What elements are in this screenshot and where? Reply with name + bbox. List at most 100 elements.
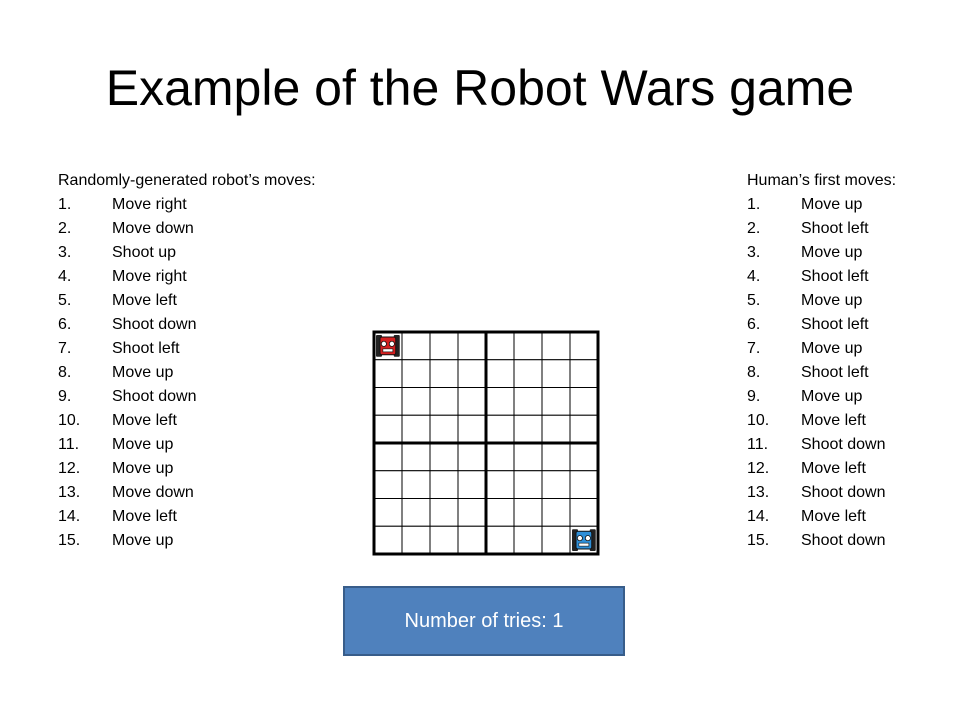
move-text: Shoot up (112, 244, 177, 261)
move-item: 13.Shoot down (747, 481, 947, 505)
board-cell (541, 470, 571, 499)
board-cell (429, 470, 459, 499)
move-item: 2. Move down (58, 217, 378, 241)
move-item: 3.Move up (747, 241, 947, 265)
board-cell (401, 331, 431, 361)
move-item: 14.Move left (58, 505, 378, 529)
board-cell (457, 387, 487, 416)
board-cell (457, 331, 487, 361)
board-cell (373, 525, 403, 555)
board-cell (401, 498, 431, 527)
board-cell (541, 359, 571, 388)
move-item: 4. Move right (58, 265, 378, 289)
robot-moves-items: 1.Move right 2. Move down 3. Shoot up 4. Move … (58, 193, 378, 553)
move-number: 4. (58, 268, 72, 285)
board-cell (401, 414, 431, 444)
move-text: Move down (112, 220, 194, 237)
robot-eye (380, 340, 387, 347)
move-item: 8.Shoot left (747, 361, 947, 385)
move-text: Move down (112, 484, 194, 501)
move-text: Move left (801, 508, 866, 525)
move-text: Move left (801, 460, 866, 477)
move-text: Shoot down (801, 532, 886, 549)
move-number: 9. (747, 388, 761, 405)
move-number: 7. (747, 340, 761, 357)
robot-mouth (578, 542, 590, 547)
board-cell (457, 498, 487, 527)
move-item: 1. Move up (747, 193, 947, 217)
move-item: 7.Move up (747, 337, 947, 361)
game-board-grid (372, 330, 600, 556)
move-text: Move up (112, 532, 174, 549)
move-text: Move up (801, 388, 863, 405)
board-cell (513, 359, 543, 388)
move-number: 4. (747, 268, 761, 285)
board-cell (401, 470, 431, 499)
move-number: 8. (747, 364, 761, 381)
board-cell (569, 331, 599, 361)
move-number: 10. (58, 412, 81, 429)
board-cell (541, 525, 571, 555)
move-number: 12. (747, 460, 770, 477)
move-text: Shoot left (112, 340, 180, 357)
robot-moves-heading: Randomly-generated robot’s moves: (58, 172, 316, 189)
tries-counter-box: Number of tries: 1 (343, 586, 625, 656)
move-number: 15. (747, 532, 770, 549)
board-cell (485, 359, 515, 388)
board-cell (541, 387, 571, 416)
board-cell (485, 525, 515, 555)
move-item: 5.Move up (747, 289, 947, 313)
game-board (372, 330, 600, 556)
move-number: 13. (58, 484, 81, 501)
move-item: 3. Shoot up (58, 241, 378, 265)
move-text: Move up (801, 196, 863, 213)
board-cell (485, 442, 515, 472)
board-cell (429, 359, 459, 388)
board-cell (541, 442, 571, 472)
move-item: 13. Move down (58, 481, 378, 505)
move-item: 12. Move left (747, 457, 947, 481)
robot-eye (584, 535, 591, 542)
board-cell (373, 498, 403, 527)
board-cell (429, 498, 459, 527)
move-number: 2. (58, 220, 72, 237)
move-item: 9.Shoot down (58, 385, 378, 409)
move-number: 14. (58, 508, 81, 525)
move-text: Shoot down (801, 436, 886, 453)
move-number: 5. (747, 292, 761, 309)
move-number: 1. (747, 196, 761, 213)
blue-robot-icon (572, 529, 596, 551)
move-text: Shoot down (801, 484, 886, 501)
board-cell (429, 331, 459, 361)
board-cell (373, 387, 403, 416)
move-number: 9. (58, 388, 72, 405)
move-number: 11. (747, 436, 769, 453)
board-cell (373, 470, 403, 499)
board-cell (513, 331, 543, 361)
board-cell (513, 525, 543, 555)
board-cell (569, 387, 599, 416)
move-text: Move up (112, 460, 174, 477)
move-number: 5. (58, 292, 72, 309)
board-cell (373, 414, 403, 444)
board-cell (401, 525, 431, 555)
move-text: Move left (112, 292, 177, 309)
move-text: Shoot left (801, 220, 869, 237)
move-text: Move right (112, 268, 187, 285)
board-cell (401, 359, 431, 388)
move-number: 12. (58, 460, 81, 477)
move-item: 9. Move up (747, 385, 947, 409)
move-item: 12. Move up (58, 457, 378, 481)
move-item: 5. Move left (58, 289, 378, 313)
board-cell (401, 387, 431, 416)
move-text: Move left (112, 412, 177, 429)
move-number: 6. (747, 316, 761, 333)
board-cell (457, 525, 487, 555)
move-number: 3. (58, 244, 72, 261)
move-item: 7.Shoot left (58, 337, 378, 361)
move-item: 1.Move right (58, 193, 378, 217)
move-number: 6. (58, 316, 72, 333)
board-cell (429, 414, 459, 444)
